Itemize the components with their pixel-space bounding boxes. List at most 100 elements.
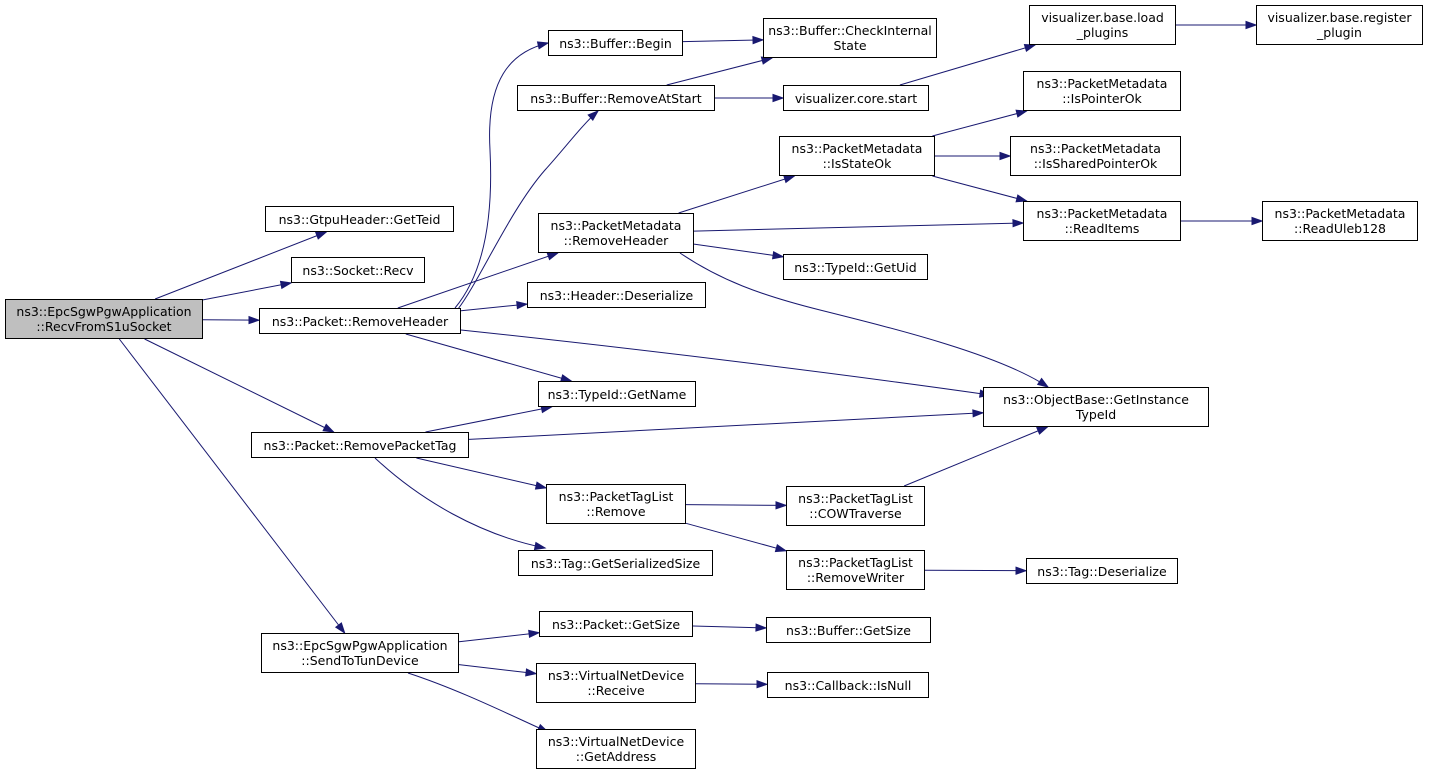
node-tag-deserialize[interactable]: ns3::Tag::Deserialize — [1026, 558, 1178, 584]
node-viz-base-load-plugins[interactable]: visualizer.base.load_plugins — [1029, 5, 1176, 45]
edge-packet_removeheader-to-objectbase_getinstancetypeid — [460, 329, 991, 396]
node-label-line: State — [833, 38, 867, 53]
node-tag-getserializedsize[interactable]: ns3::Tag::GetSerializedSize — [518, 550, 713, 576]
arrowhead-pm_readitems — [1015, 194, 1029, 203]
node-label-line: ::Receive — [587, 683, 645, 698]
arrowhead-buffer_getsize — [755, 623, 768, 632]
node-label-line: ::ReadUleb128 — [1294, 221, 1386, 236]
node-header-deserialize[interactable]: ns3::Header::Deserialize — [527, 282, 706, 308]
arrowhead-objectbase_getinstancetypeid — [972, 409, 985, 418]
node-label-line: ns3::Packet::GetSize — [551, 616, 681, 632]
node-vnd-getaddress[interactable]: ns3::VirtualNetDevice::GetAddress — [536, 729, 696, 769]
node-viz-base-register-plugin[interactable]: visualizer.base.register_plugin — [1256, 5, 1423, 45]
node-label-line: ns3::VirtualNetDevice — [547, 668, 685, 683]
node-label-line: ns3::EpcSgwPgwApplication — [272, 638, 448, 653]
node-buffer-getsize[interactable]: ns3::Buffer::GetSize — [766, 617, 931, 643]
arrowhead-ptl_remove — [534, 481, 548, 490]
node-pm-ispointerok[interactable]: ns3::PacketMetadata::IsPointerOk — [1023, 71, 1181, 111]
node-label-line: ::GetAddress — [575, 749, 657, 764]
node-pm-readitems[interactable]: ns3::PacketMetadata::ReadItems — [1023, 201, 1181, 241]
node-typeid-getname[interactable]: ns3::TypeId::GetName — [538, 381, 696, 407]
arrowhead-objectbase_getinstancetypeid — [1036, 377, 1050, 388]
node-label-line: TypeId — [1075, 407, 1117, 422]
edge-packet_getsize-to-buffer_getsize — [692, 625, 767, 629]
node-label-line: ns3::Buffer::Begin — [559, 35, 672, 51]
arrowhead-viz_base_register_plugin — [1245, 20, 1258, 30]
node-label-line: ns3::Buffer::RemoveAtStart — [530, 90, 702, 106]
edge-pm_isstateok-to-pm_readitems — [932, 175, 1027, 202]
edge-packet_removeheader-to-buffer_removeatstart — [457, 110, 599, 310]
arrowhead-pm_ispointerok — [1015, 109, 1029, 118]
node-label-line: _plugins — [1076, 25, 1129, 40]
node-send-tun[interactable]: ns3::EpcSgwPgwApplication::SendToTunDevi… — [261, 633, 459, 673]
node-ptl-remove[interactable]: ns3::PacketTagList::Remove — [546, 484, 686, 524]
node-label-line: ::RemoveWriter — [806, 570, 905, 585]
node-label-line: ns3::EpcSgwPgwApplication — [16, 304, 192, 319]
node-buffer-begin[interactable]: ns3::Buffer::Begin — [548, 30, 683, 56]
node-ptl-removewriter[interactable]: ns3::PacketTagList::RemoveWriter — [786, 550, 925, 590]
edge-send_tun-to-packet_getsize — [458, 632, 540, 643]
node-label-line: ::Remove — [586, 504, 646, 519]
node-recv-s1u: ns3::EpcSgwPgwApplication::RecvFromS1uSo… — [5, 299, 203, 339]
edge-buffer_removeatstart-to-buffer_checkinternal — [666, 57, 773, 86]
node-label-line: ns3::TypeId::GetUid — [794, 259, 917, 275]
node-ptl-cowtraverse[interactable]: ns3::PacketTagList::COWTraverse — [786, 486, 925, 526]
edge-send_tun-to-vnd_receive — [458, 664, 537, 675]
edge-packet_removeheader-to-typeid_getname — [405, 333, 572, 382]
node-label-line: ns3::PacketTagList — [798, 555, 913, 570]
node-label-line: visualizer.base.register — [1267, 10, 1412, 25]
node-label-line: ns3::VirtualNetDevice — [547, 734, 685, 749]
edge-send_tun-to-vnd_getaddress — [407, 672, 549, 733]
node-gtpu-getteid[interactable]: ns3::GtpuHeader::GetTeid — [265, 206, 454, 232]
node-label-line: ns3::Header::Deserialize — [539, 287, 694, 303]
edge-packet_removepackettag-to-objectbase_getinstancetypeid — [468, 412, 984, 440]
edge-pm_removeheader-to-objectbase_getinstancetypeid — [679, 252, 1049, 388]
arrowhead-ptl_cowtraverse — [775, 501, 788, 510]
edge-ptl_remove-to-ptl_removewriter — [685, 522, 787, 552]
node-label-line: visualizer.base.load — [1041, 10, 1164, 25]
node-label-line: ns3::PacketMetadata — [1274, 206, 1406, 221]
arrowhead-buffer_checkinternal — [760, 56, 774, 65]
node-packet-removepackettag[interactable]: ns3::Packet::RemovePacketTag — [251, 432, 469, 458]
node-callback-isnull[interactable]: ns3::Callback::IsNull — [767, 672, 929, 698]
node-pm-isstateok[interactable]: ns3::PacketMetadata::IsStateOk — [779, 136, 935, 176]
arrowhead-pm_readuleb128 — [1251, 216, 1264, 226]
edge-packet_removepackettag-to-typeid_getname — [425, 406, 552, 433]
arrowhead-viz_base_load_plugins — [1023, 43, 1037, 53]
node-vnd-receive[interactable]: ns3::VirtualNetDevice::Receive — [536, 663, 696, 703]
node-socket-recv[interactable]: ns3::Socket::Recv — [291, 257, 425, 283]
node-label-line: ns3::PacketTagList — [558, 489, 674, 504]
arrowhead-vnd_receive — [525, 668, 538, 677]
node-viz-core-start[interactable]: visualizer.core.start — [783, 85, 929, 111]
node-label-line: _plugin — [1317, 25, 1362, 40]
node-label-line: ns3::Tag::GetSerializedSize — [530, 555, 701, 571]
node-buffer-removeatstart[interactable]: ns3::Buffer::RemoveAtStart — [517, 85, 715, 111]
arrowhead-callback_isnull — [756, 679, 769, 689]
node-label-line: ns3::GtpuHeader::GetTeid — [278, 211, 441, 227]
arrowhead-typeid_getuid — [772, 251, 785, 260]
node-pm-issharedpointerok[interactable]: ns3::PacketMetadata::IsSharedPointerOk — [1010, 136, 1181, 176]
node-label-line: ::COWTraverse — [809, 506, 902, 521]
arrowhead-socket_recv — [279, 280, 293, 290]
node-pm-removeheader[interactable]: ns3::PacketMetadata::RemoveHeader — [538, 213, 694, 253]
arrowhead-pm_removeheader — [546, 252, 560, 261]
node-label-line: ns3::PacketMetadata — [791, 141, 923, 156]
arrowhead-objectbase_getinstancetypeid — [1036, 426, 1049, 435]
node-label-line: ns3::PacketMetadata — [1036, 76, 1168, 91]
node-pm-readuleb128[interactable]: ns3::PacketMetadata::ReadUleb128 — [1262, 201, 1418, 241]
arrowhead-viz_core_start — [772, 93, 785, 103]
arrowhead-buffer_removeatstart — [587, 109, 600, 122]
arrowhead-packet_getsize — [528, 629, 541, 639]
node-typeid-getuid[interactable]: ns3::TypeId::GetUid — [783, 254, 928, 280]
node-packet-removeheader[interactable]: ns3::Packet::RemoveHeader — [259, 308, 461, 334]
node-packet-getsize[interactable]: ns3::Packet::GetSize — [539, 611, 693, 637]
arrowhead-tag_getserializedsize — [533, 541, 547, 551]
edge-packet_removeheader-to-buffer_begin — [454, 42, 549, 309]
edge-packet_removeheader-to-pm_removeheader — [397, 252, 558, 309]
node-label-line: ns3::PacketMetadata — [550, 218, 682, 233]
edge-recv_s1u-to-socket_recv — [202, 282, 292, 301]
